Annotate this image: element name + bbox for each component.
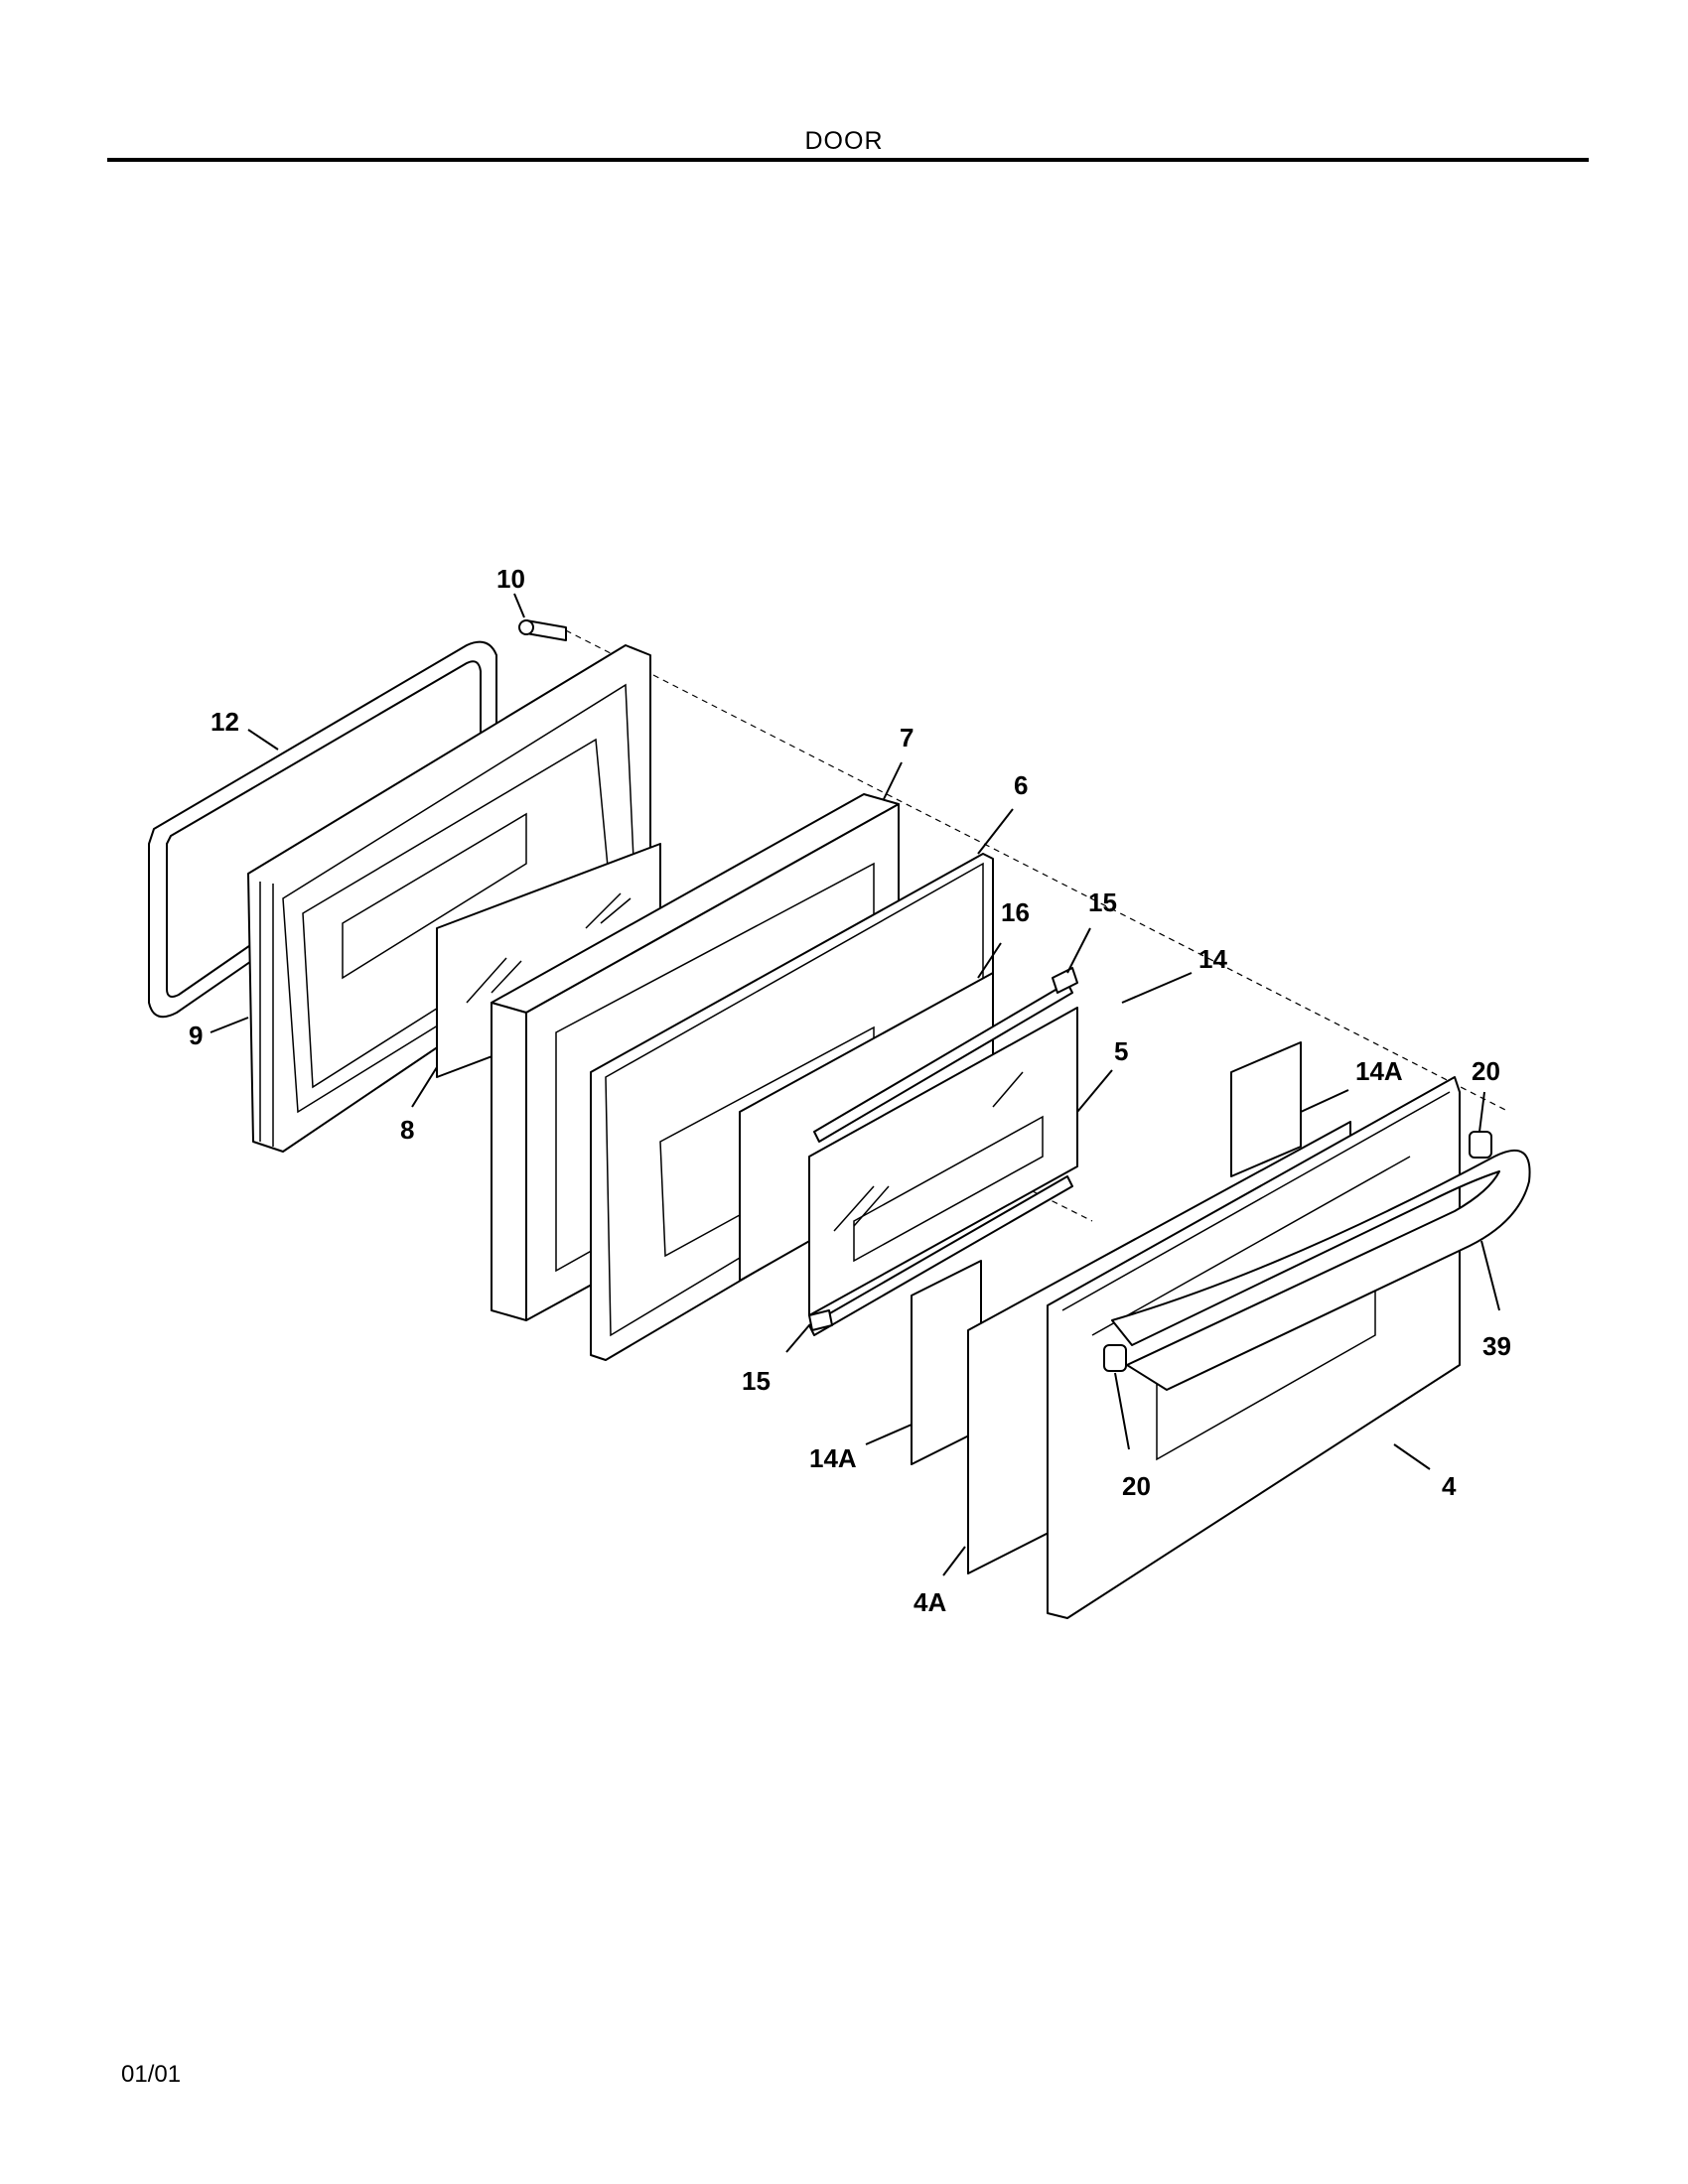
- part-15-retainer-top: [813, 967, 1078, 1143]
- part-20-mount-right: [1469, 1131, 1492, 1159]
- leader-lines: [210, 593, 1500, 1576]
- callout-labels: 10 12 9 8 7 6 16 15 14 5 14A 20 39 15 14…: [189, 564, 1511, 1617]
- callout-6: 6: [1014, 770, 1028, 800]
- callout-20-right: 20: [1472, 1056, 1500, 1086]
- part-15-retainer-bottom: [808, 1175, 1073, 1336]
- callout-12: 12: [211, 707, 239, 737]
- callout-9: 9: [189, 1021, 203, 1050]
- callout-4: 4: [1442, 1471, 1457, 1501]
- callout-39: 39: [1482, 1331, 1511, 1361]
- part-10-screw: [518, 619, 567, 641]
- callout-5: 5: [1114, 1036, 1128, 1066]
- callout-14a-left: 14A: [809, 1443, 857, 1473]
- part-9-inner-frame: [247, 644, 651, 1153]
- part-5-outer-glass: [808, 1007, 1078, 1316]
- page-title: DOOR: [804, 127, 884, 155]
- callout-4a: 4A: [914, 1587, 946, 1617]
- part-20-mount-left: [1103, 1344, 1127, 1372]
- part-39-handle: [1111, 1149, 1531, 1391]
- callout-14a-right: 14A: [1355, 1056, 1403, 1086]
- callout-15-top: 15: [1088, 887, 1117, 917]
- title-rule: [107, 158, 1589, 162]
- callout-10: 10: [496, 564, 525, 594]
- part-14a-pad-right: [1230, 1041, 1302, 1177]
- callout-14: 14: [1198, 944, 1227, 974]
- callout-8: 8: [400, 1115, 414, 1145]
- callout-16: 16: [1001, 897, 1030, 927]
- page-footer-date: 01/01: [121, 2061, 182, 2088]
- callout-20-left: 20: [1122, 1471, 1151, 1501]
- callout-7: 7: [900, 723, 914, 752]
- callout-15-bottom: 15: [742, 1366, 771, 1396]
